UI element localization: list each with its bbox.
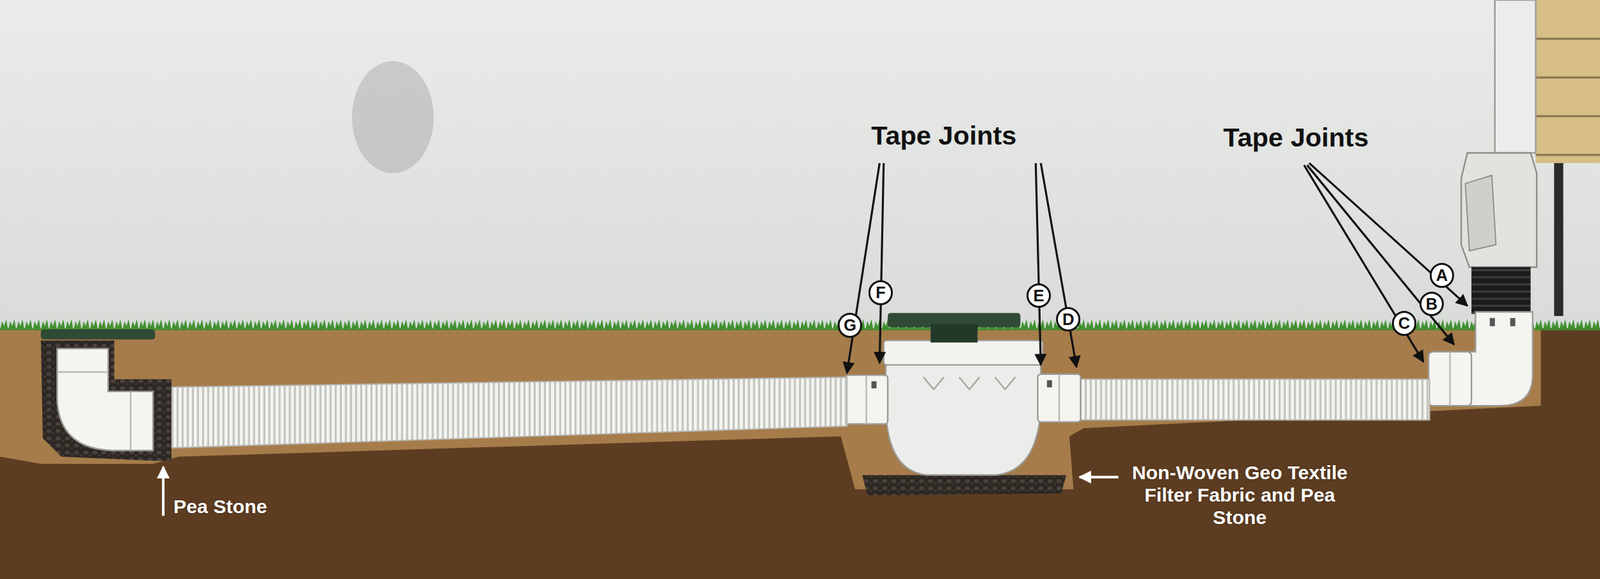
material-label: Pea Stone (173, 496, 267, 519)
callout-heading: Tape Joints (871, 120, 1017, 152)
callout-heading: Tape Joints (1223, 122, 1369, 153)
callout-letter: A (1429, 263, 1455, 288)
callout-letter: C (1392, 311, 1417, 336)
callout-letter: E (1026, 283, 1051, 308)
callout-letter: B (1419, 291, 1444, 317)
callout-letter: G (837, 312, 863, 338)
callout-letter: F (868, 280, 893, 305)
callout-letter: D (1056, 307, 1081, 332)
material-label: Non-Woven Geo Textile Filter Fabric and … (1122, 462, 1358, 529)
